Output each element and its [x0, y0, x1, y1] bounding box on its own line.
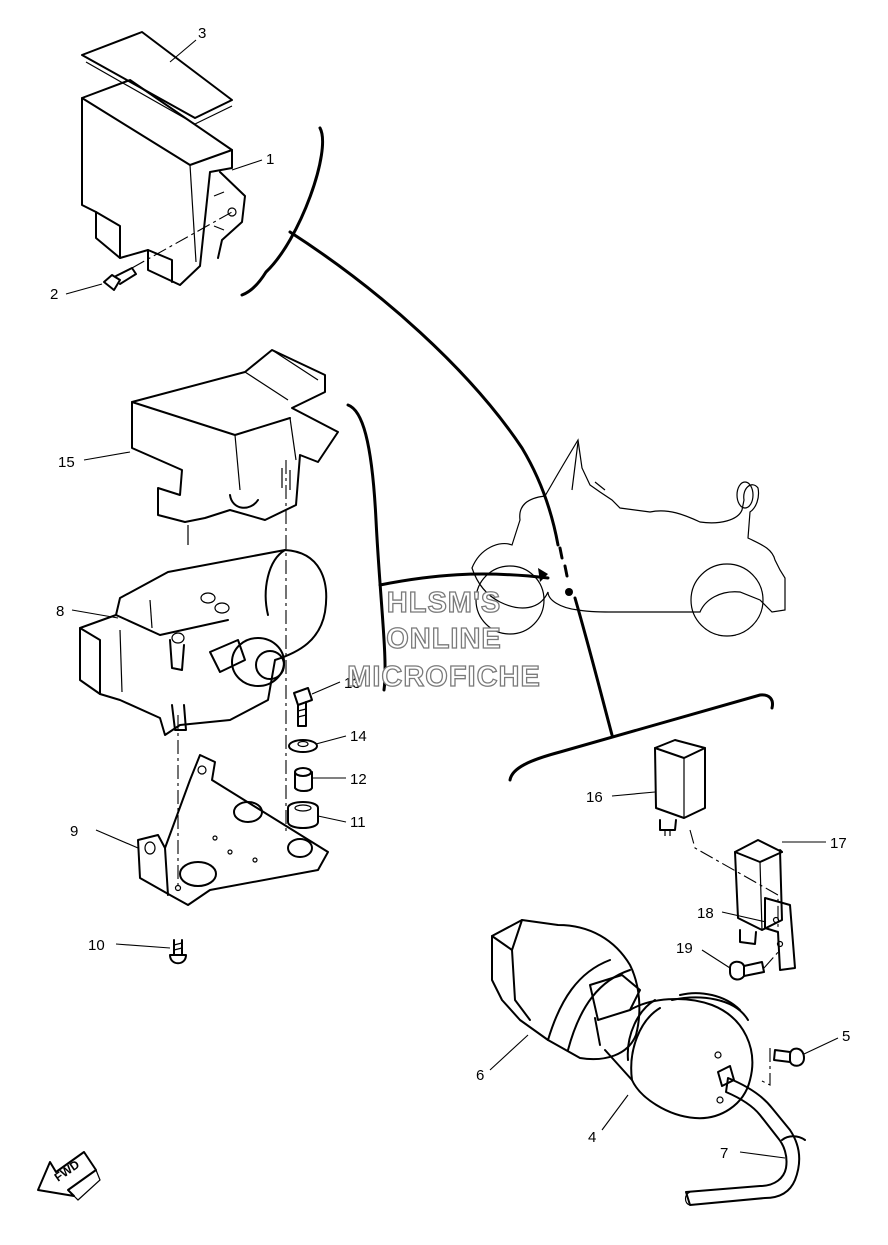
watermark-line-3: MICROFICHE — [347, 661, 541, 693]
callout-6: 6 — [476, 1067, 484, 1084]
part-11-grommet — [287, 801, 319, 829]
callout-2: 2 — [50, 286, 58, 303]
fwd-label: FWD — [52, 1157, 83, 1184]
callout-11: 11 — [350, 814, 366, 831]
part-19-screw — [729, 949, 781, 981]
part-13-bolt — [293, 687, 313, 727]
callout-16: 16 — [586, 789, 603, 806]
callout-13: 13 — [344, 675, 361, 692]
callout-12: 12 — [350, 771, 367, 788]
section-bracket-top — [240, 126, 325, 297]
callout-9: 9 — [70, 823, 78, 840]
fwd-arrow: FWD — [37, 1151, 101, 1201]
callout-leaders — [65, 39, 839, 1159]
part-18-bracket — [764, 897, 796, 971]
callout-3: 3 — [198, 25, 206, 42]
leader-to-bike-top — [288, 230, 560, 547]
location-dot — [565, 588, 573, 596]
callout-5: 5 — [842, 1028, 850, 1045]
callout-7: 7 — [720, 1145, 728, 1162]
part-17-relay — [734, 839, 783, 945]
part-14-washer — [288, 739, 318, 753]
callout-15: 15 — [58, 454, 75, 471]
watermark-line-1: HLSM'S — [387, 587, 501, 619]
watermark-line-2: ONLINE — [386, 623, 502, 655]
part-1-control-unit — [81, 79, 246, 286]
part-2-screw — [103, 211, 233, 291]
part-15-cover — [131, 349, 339, 545]
watermark: HLSM'S ONLINE MICROFICHE — [347, 586, 541, 693]
pointer-dashes — [558, 546, 569, 578]
part-8-hydraulic-unit — [79, 549, 328, 736]
callout-18: 18 — [697, 905, 714, 922]
part-6-pump-cover — [491, 919, 641, 1061]
callout-4: 4 — [588, 1129, 596, 1146]
part-3-pad — [81, 31, 233, 125]
part-5-screw — [759, 1047, 805, 1086]
part-4-fuel-pump — [589, 974, 754, 1120]
part-7-hose — [684, 1077, 806, 1206]
part-10-screw — [169, 939, 187, 965]
callout-8: 8 — [56, 603, 64, 620]
arrow-head — [538, 568, 548, 582]
callout-14: 14 — [350, 728, 367, 745]
guide-line-relays — [689, 829, 779, 945]
part-12-collar — [294, 767, 313, 792]
callout-1: 1 — [266, 151, 274, 168]
leader-to-bike-middle — [378, 572, 550, 587]
part-9-bracket — [137, 754, 329, 906]
part-16-relay — [654, 739, 706, 836]
callout-19: 19 — [676, 940, 693, 957]
section-bracket-bottom — [508, 693, 774, 782]
callout-10: 10 — [88, 937, 105, 954]
callout-17: 17 — [830, 835, 847, 852]
motorcycle-outline — [471, 438, 786, 637]
leader-to-bike-bottom — [573, 596, 614, 737]
section-bracket-middle — [346, 403, 387, 692]
